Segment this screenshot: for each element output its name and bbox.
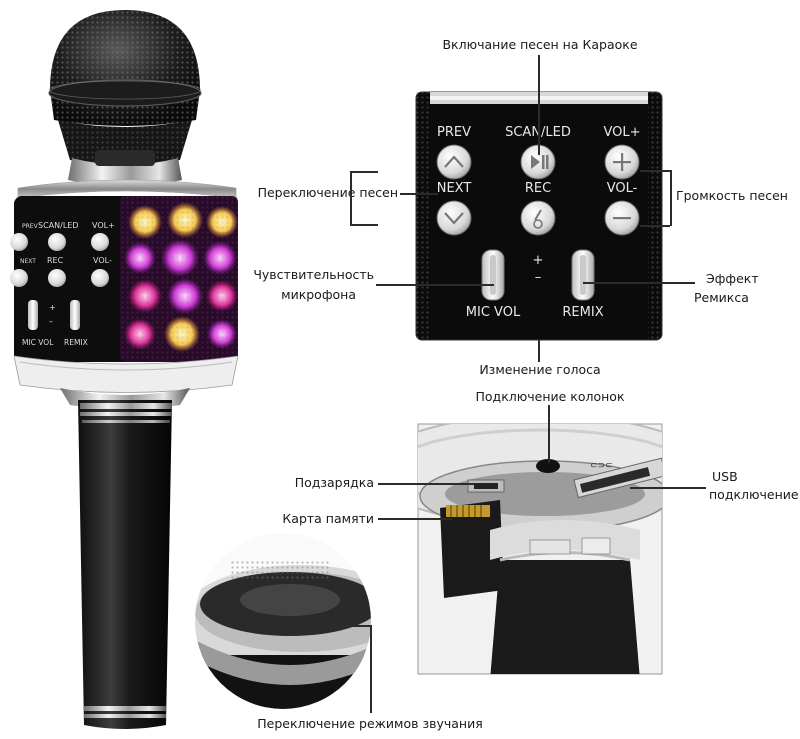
minus-icon (613, 217, 631, 220)
panel-vol-minus-label: VOL- (606, 181, 638, 196)
callout-usb-2: подключение (709, 487, 799, 502)
next-button (436, 200, 472, 236)
mic-scan-label: SCAN/LED (38, 221, 79, 230)
mic-rec-label: REC (47, 256, 64, 265)
leader-memory-card (378, 518, 452, 520)
leader-remix (583, 282, 695, 284)
callout-remix-2: Ремикса (694, 290, 749, 305)
callout-memory-card: Карта памяти (282, 511, 374, 526)
plus-icon (613, 153, 631, 171)
callout-volume: Громкость песен (676, 188, 788, 203)
callout-karaoke-on: Включание песен на Караоке (442, 37, 638, 52)
leader-sound-modes-h (330, 625, 371, 627)
leader-mic-sens (376, 284, 494, 286)
callout-mic-sensitivity-1: Чувствительность (253, 267, 374, 282)
panel-mic-vol-label: MIC VOL (465, 305, 521, 320)
callout-voice-change: Изменение голоса (479, 362, 601, 377)
rec-button (520, 200, 556, 236)
chevron-up-icon (444, 155, 464, 168)
microphone-body: PREV SCAN/LED VOL+ NEXT REC VOL- + – MIC… (10, 196, 238, 362)
callout-sound-modes: Переключение режимов звучания (257, 716, 483, 731)
callout-mic-sensitivity-2: микрофона (281, 287, 356, 302)
aux-port (536, 459, 560, 473)
microphone-neck (68, 150, 182, 187)
leader-speaker (548, 405, 550, 463)
leader-song-switch-mid (400, 193, 438, 195)
mic-micvol-label: MIC VOL (22, 338, 54, 347)
panel-plus-label: + (532, 253, 544, 268)
leader-volume-h (640, 170, 670, 172)
mic-minus-label: – (49, 317, 53, 326)
leader-voice-change (538, 340, 540, 362)
sound-mode-closeup (195, 533, 371, 709)
panel-prev-label: PREV (437, 125, 471, 140)
chevron-down-icon (444, 212, 464, 225)
panel-scan-led-label: SCAN/LED (500, 125, 576, 140)
callout-usb-1: USB (712, 469, 738, 484)
control-panel-closeup (415, 91, 663, 341)
leader-usb (630, 487, 706, 489)
panel-remix-label: REMIX (562, 305, 604, 320)
leader-song-switch-h (350, 171, 378, 173)
play-pause-icon (531, 155, 549, 169)
microphone-icon (533, 209, 543, 229)
leader-song-switch-v (350, 171, 352, 225)
callout-charging: Подзарядка (294, 475, 374, 490)
memory-card-contacts (446, 505, 490, 517)
leader-volume-v (670, 170, 672, 226)
mic-volplus-label: VOL+ (92, 221, 115, 230)
leader-song-switch-h2 (350, 224, 378, 226)
panel-rec-label: REC (524, 181, 552, 196)
mic-prev-label: PREV (22, 223, 39, 230)
leader-sound-modes (370, 625, 372, 713)
panel-vol-plus-label: VOL+ (603, 125, 641, 140)
panel-minus-label: – (534, 270, 542, 285)
mic-plus-label: + (49, 303, 56, 312)
mic-next-label: NEXT (20, 258, 36, 265)
mic-remix-label: REMIX (64, 338, 88, 347)
callout-remix-1: Эффект (706, 271, 759, 286)
callout-speaker-connect: Подключение колонок (475, 389, 625, 404)
leader-volume-h2 (640, 225, 670, 227)
panel-next-label: NEXT (436, 181, 472, 196)
leader-charging (378, 483, 474, 485)
ports-closeup: ⊂⊃⊂ (417, 423, 663, 675)
microphone-handle (78, 400, 172, 729)
microphone-head (48, 10, 202, 166)
mic-volminus-label: VOL- (93, 256, 112, 265)
leader-karaoke (538, 55, 540, 155)
prev-button (436, 144, 472, 180)
callout-song-switch: Переключение песен (257, 185, 398, 200)
usb-marking: ⊂⊃⊂ (590, 461, 613, 471)
